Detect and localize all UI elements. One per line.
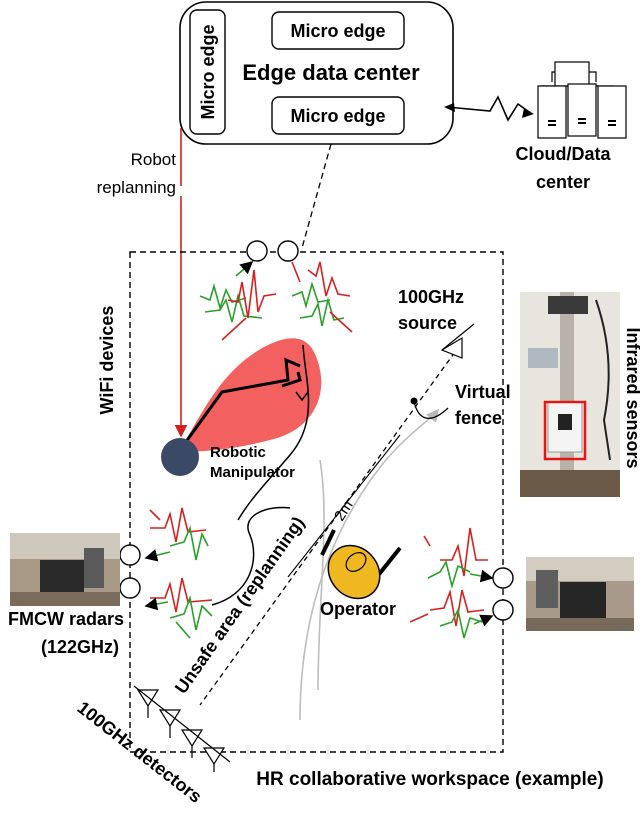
operator-path-left	[317, 459, 325, 691]
edge-title: Edge data center	[242, 60, 420, 85]
wifi-devices	[119, 240, 514, 621]
radar-photo-right	[526, 557, 634, 631]
radar-photo-left	[10, 533, 120, 606]
robot-label-line1: Robotic	[210, 444, 266, 461]
robot-base	[161, 438, 199, 476]
replanned-trajectory	[211, 506, 291, 606]
distance-line	[287, 434, 401, 578]
replanning-line2: replanning	[97, 178, 176, 197]
source-antenna-icon	[440, 323, 475, 359]
virtual-fence-line	[199, 344, 461, 706]
radar-label-line2: (122GHz)	[41, 637, 119, 657]
distance-label: 2m	[331, 497, 357, 524]
workspace-caption: HR collaborative workspace (example)	[256, 769, 603, 790]
edge-data-center: Micro edge Micro edge Micro edge Edge da…	[179, 1, 454, 145]
replanning-line1: Robot	[131, 150, 177, 169]
operator-path-right	[299, 408, 440, 721]
operator-icon	[320, 529, 402, 600]
operator-label: Operator	[320, 599, 396, 619]
unsafe-zone-blob	[178, 338, 322, 452]
cloud-server-icon	[537, 61, 627, 139]
robot-label-line2: Manipulator	[210, 464, 295, 481]
signal-waves-right	[409, 527, 494, 639]
cloud-label-line2: center	[536, 172, 590, 192]
robot-arm	[178, 357, 301, 451]
fence-label-line1: Virtual	[455, 382, 511, 402]
workspace-boundary	[129, 251, 504, 753]
robot-trajectory	[237, 344, 310, 521]
edge-workspace-link	[301, 143, 332, 249]
micro-edge-left-box	[189, 9, 226, 135]
fence-label-line2: fence	[455, 408, 502, 428]
infrared-sensor-photo	[520, 292, 620, 497]
source-label-line1: 100GHz	[398, 287, 464, 307]
detector-antennas-icon	[133, 685, 231, 772]
wireless-link	[446, 95, 533, 122]
micro-edge-bottom-label: Micro edge	[290, 106, 385, 126]
infrared-label: Infrared sensors	[623, 327, 640, 468]
signal-waves-left	[144, 507, 213, 639]
cloud-label-line1: Cloud/Data	[515, 144, 611, 164]
signal-waves-top	[199, 260, 353, 341]
micro-edge-bottom-box	[271, 96, 405, 135]
micro-edge-left-label: Micro edge	[198, 24, 218, 119]
micro-edge-top-box	[271, 11, 405, 50]
wifi-label: WiFi devices	[97, 306, 117, 415]
micro-edge-top-label: Micro edge	[290, 21, 385, 41]
source-label-line2: source	[398, 313, 457, 333]
radar-label-line1: FMCW radars	[8, 609, 124, 629]
